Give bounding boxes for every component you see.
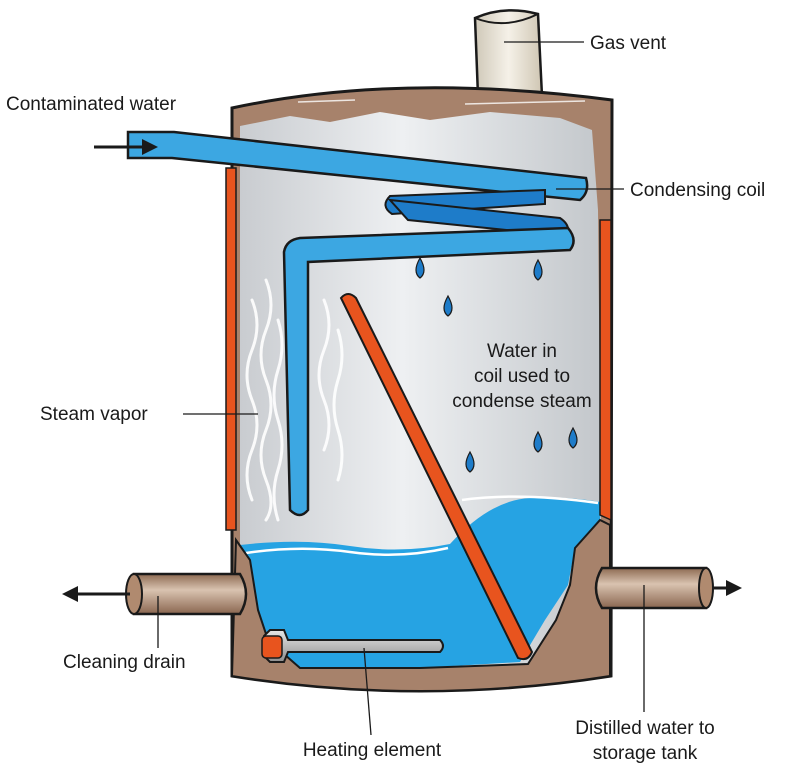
label-condensing-coil: Condensing coil: [630, 180, 765, 201]
label-cleaning-drain: Cleaning drain: [63, 652, 186, 673]
label-water-in-coil-3: condense steam: [452, 391, 591, 412]
distilled-outlet-pipe: [594, 566, 714, 610]
condensing-coil: [282, 188, 575, 517]
label-distilled-water-2: storage tank: [593, 743, 698, 764]
leader-lines: [157, 41, 645, 736]
dome-highlights: [297, 99, 586, 105]
label-water-in-coil-1: Water in: [487, 341, 557, 362]
heating-element: [261, 629, 444, 663]
label-heating-element: Heating element: [303, 740, 442, 761]
baffle-plate: [339, 293, 534, 661]
heating-wall-right: [599, 219, 612, 522]
label-water-in-coil-2: coil used to: [474, 366, 570, 387]
gas-vent-pipe: [473, 9, 544, 102]
cleaning-drain-pipe: [125, 572, 248, 616]
label-distilled-water-1: Distilled water to: [575, 718, 714, 739]
flow-arrows: [62, 139, 742, 602]
label-contaminated-water: Contaminated water: [6, 94, 177, 115]
steam-wisps: [245, 278, 344, 522]
heating-wall-left: [225, 167, 237, 531]
inlet-pipe: [126, 130, 589, 202]
water-surface-left: [245, 546, 449, 556]
label-steam-vapor: Steam vapor: [40, 404, 148, 425]
label-gas-vent: Gas vent: [590, 33, 667, 54]
condensate-droplets: [415, 256, 578, 473]
tank-bottom-cutaway: [230, 518, 611, 692]
water-surface-right: [461, 495, 599, 505]
